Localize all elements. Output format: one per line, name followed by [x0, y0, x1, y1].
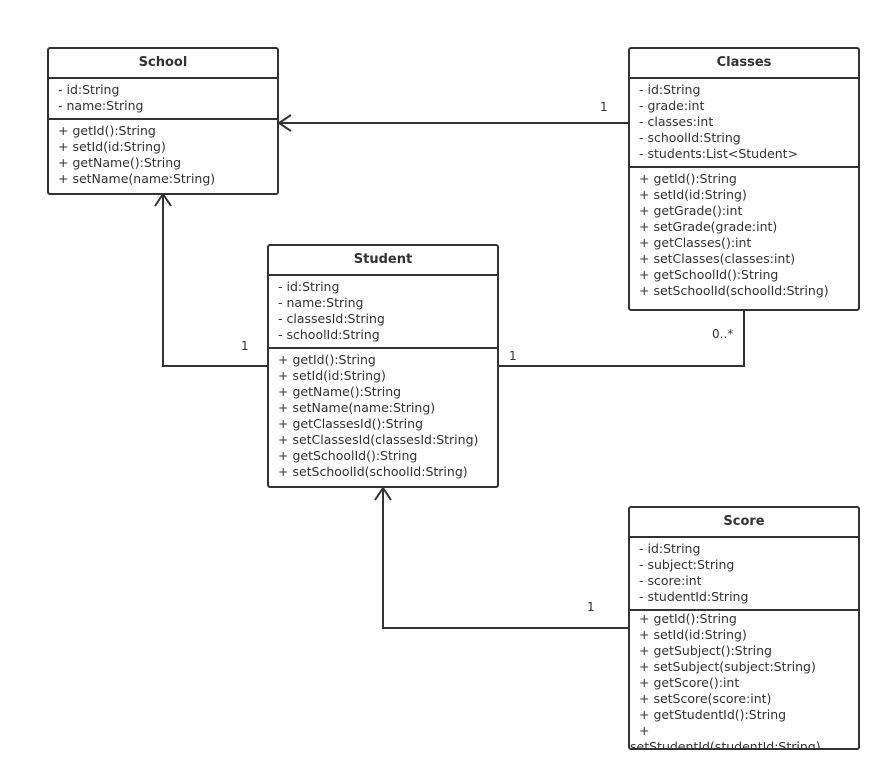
school-class-box[interactable]: School - id:String - name:String + getId…	[47, 47, 279, 195]
operation: + setId(id:String)	[278, 368, 386, 383]
operation: + setSchoolId(schoolId:String)	[639, 283, 829, 298]
operation: + setId(id:String)	[639, 187, 747, 202]
score-student-line	[382, 488, 629, 629]
attribute: - schoolId:String	[278, 327, 380, 342]
operation: + getScore():int	[639, 675, 740, 690]
score-attributes: - id:String - subject:String - score:int…	[630, 538, 858, 611]
school-operations: + getId():String + setId(id:String) + ge…	[49, 120, 277, 187]
attribute: - studentId:String	[639, 589, 749, 604]
multiplicity-student-school: 1	[241, 339, 249, 353]
school-attributes: - id:String - name:String	[49, 79, 277, 120]
attribute: - id:String	[58, 82, 120, 97]
operation: + getName():String	[278, 384, 402, 399]
attribute: - name:String	[58, 98, 144, 113]
multiplicity-classes-end: 0..*	[712, 327, 734, 341]
attribute: - id:String	[278, 279, 340, 294]
operation: + setClasses(classes:int)	[639, 251, 796, 266]
attribute: - subject:String	[639, 557, 735, 572]
multiplicity-student-end: 1	[509, 349, 517, 363]
score-class-box[interactable]: Score - id:String - subject:String - sco…	[628, 506, 860, 750]
attribute: - score:int	[639, 573, 702, 588]
operation: + setSchoolId(schoolId:String)	[278, 464, 468, 479]
student-open-arrowhead	[374, 486, 392, 501]
operation: + getSchoolId():String	[639, 267, 779, 282]
operation: + getSchoolId():String	[278, 448, 418, 463]
operation: + setScore(score:int)	[639, 691, 772, 706]
operation: + setClassesId(classesId:String)	[278, 432, 479, 447]
operation: + getSubject():String	[639, 643, 772, 658]
multiplicity-classes-school: 1	[600, 100, 608, 114]
operation: + getId():String	[278, 352, 376, 367]
school-open-arrowhead	[277, 114, 292, 132]
operation: + getClassesId():String	[278, 416, 423, 431]
classes-attributes: - id:String - grade:int - classes:int - …	[630, 79, 858, 168]
student-classes-line	[498, 310, 745, 367]
attribute: - id:String	[639, 541, 701, 556]
attribute: - classes:int	[639, 114, 714, 129]
attribute: - grade:int	[639, 98, 705, 113]
attribute: - id:String	[639, 82, 701, 97]
operation: + getStudentId():String	[639, 707, 787, 722]
attribute: - classesId:String	[278, 311, 385, 326]
operation: + getName():String	[58, 155, 182, 170]
operation: + getId():String	[58, 123, 156, 138]
operation: + getId():String	[639, 611, 737, 626]
school-class-name: School	[49, 49, 277, 79]
score-class-name: Score	[630, 508, 858, 538]
operation: setStudentId(studentId:String)	[630, 739, 821, 750]
operation: + setName(name:String)	[278, 400, 436, 415]
student-attributes: - id:String - name:String - classesId:St…	[269, 276, 497, 349]
operation: +	[639, 723, 650, 738]
classes-operations: + getId():String + setId(id:String) + ge…	[630, 168, 858, 299]
operation: + setId(id:String)	[639, 627, 747, 642]
operation: + getGrade():int	[639, 203, 743, 218]
attribute: - students:List<Student>	[639, 146, 798, 161]
operation: + setName(name:String)	[58, 171, 216, 186]
operation: + getId():String	[639, 171, 737, 186]
student-class-box[interactable]: Student - id:String - name:String - clas…	[267, 244, 499, 488]
student-class-name: Student	[269, 246, 497, 276]
student-school-line	[162, 194, 268, 367]
student-operations: + getId():String + setId(id:String) + ge…	[269, 349, 497, 480]
classes-class-box[interactable]: Classes - id:String - grade:int - classe…	[628, 47, 860, 311]
attribute: - name:String	[278, 295, 364, 310]
attribute: - schoolId:String	[639, 130, 741, 145]
operation: + getClasses():int	[639, 235, 752, 250]
operation: + setId(id:String)	[58, 139, 166, 154]
multiplicity-score-student: 1	[587, 600, 595, 614]
score-operations: + getId():String + setId(id:String) + ge…	[630, 611, 858, 750]
classes-class-name: Classes	[630, 49, 858, 79]
operation: + setSubject(subject:String)	[639, 659, 816, 674]
operation: + setGrade(grade:int)	[639, 219, 778, 234]
